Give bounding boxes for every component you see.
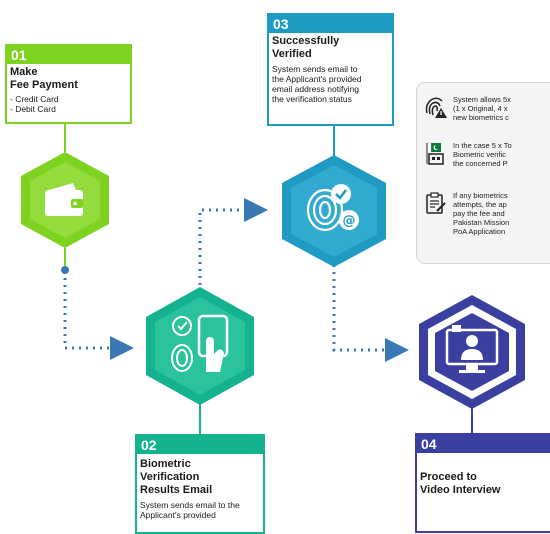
- info-panel: System allows 5x (1 x Original, 4 x new …: [416, 82, 550, 264]
- step2-description: System sends email to the Applicant's pr…: [140, 500, 240, 520]
- step1-card: 01 Make Fee Payment - Credit Card - Debi…: [5, 44, 132, 124]
- connector-1-to-2: [63, 278, 134, 360]
- info-item: If any biometrics attempts, the ap pay t…: [423, 191, 550, 236]
- step1-title: Make Fee Payment: [10, 66, 78, 91]
- step4-title: Proceed to Video Interview: [420, 471, 501, 496]
- info-item: In the case 5 x To Biometric verific the…: [423, 141, 550, 168]
- wallet-icon: [45, 183, 83, 216]
- biometric-scan-icon: [171, 314, 229, 372]
- svg-text:@: @: [343, 214, 356, 229]
- connector-2-to-3: [198, 198, 268, 292]
- step3-title: Successfully Verified: [272, 35, 340, 60]
- verified-fingerprint-icon: @: [306, 184, 359, 232]
- fingerprint-warning-icon: [425, 97, 447, 118]
- step1-number: 01: [7, 46, 130, 64]
- step4-card: 04 Proceed to Video Interview: [415, 433, 550, 533]
- step3-hexagon: [282, 155, 386, 267]
- info-item: System allows 5x (1 x Original, 4 x new …: [423, 95, 550, 122]
- step3-number: 03: [269, 15, 392, 33]
- list-item: - Credit Card: [10, 94, 59, 104]
- step2-card: 02 Biometric Verification Results Email …: [135, 434, 265, 534]
- pakistan-mission-building-icon: [426, 142, 444, 165]
- application-form-icon: [426, 192, 446, 214]
- step2-title: Biometric Verification Results Email: [140, 458, 213, 496]
- video-interview-icon: [445, 325, 499, 373]
- step2-number: 02: [137, 436, 263, 454]
- step3-description: System sends email to the Applicant's pr…: [272, 64, 362, 104]
- step1-payment-list: - Credit Card - Debit Card: [10, 94, 130, 114]
- connector-3-to-4: [332, 258, 409, 362]
- step3-card: 03 Successfully Verified System sends em…: [267, 13, 394, 126]
- list-item: - Debit Card: [10, 104, 56, 114]
- connector-start-dot: [61, 266, 69, 274]
- step4-number: 04: [417, 435, 550, 453]
